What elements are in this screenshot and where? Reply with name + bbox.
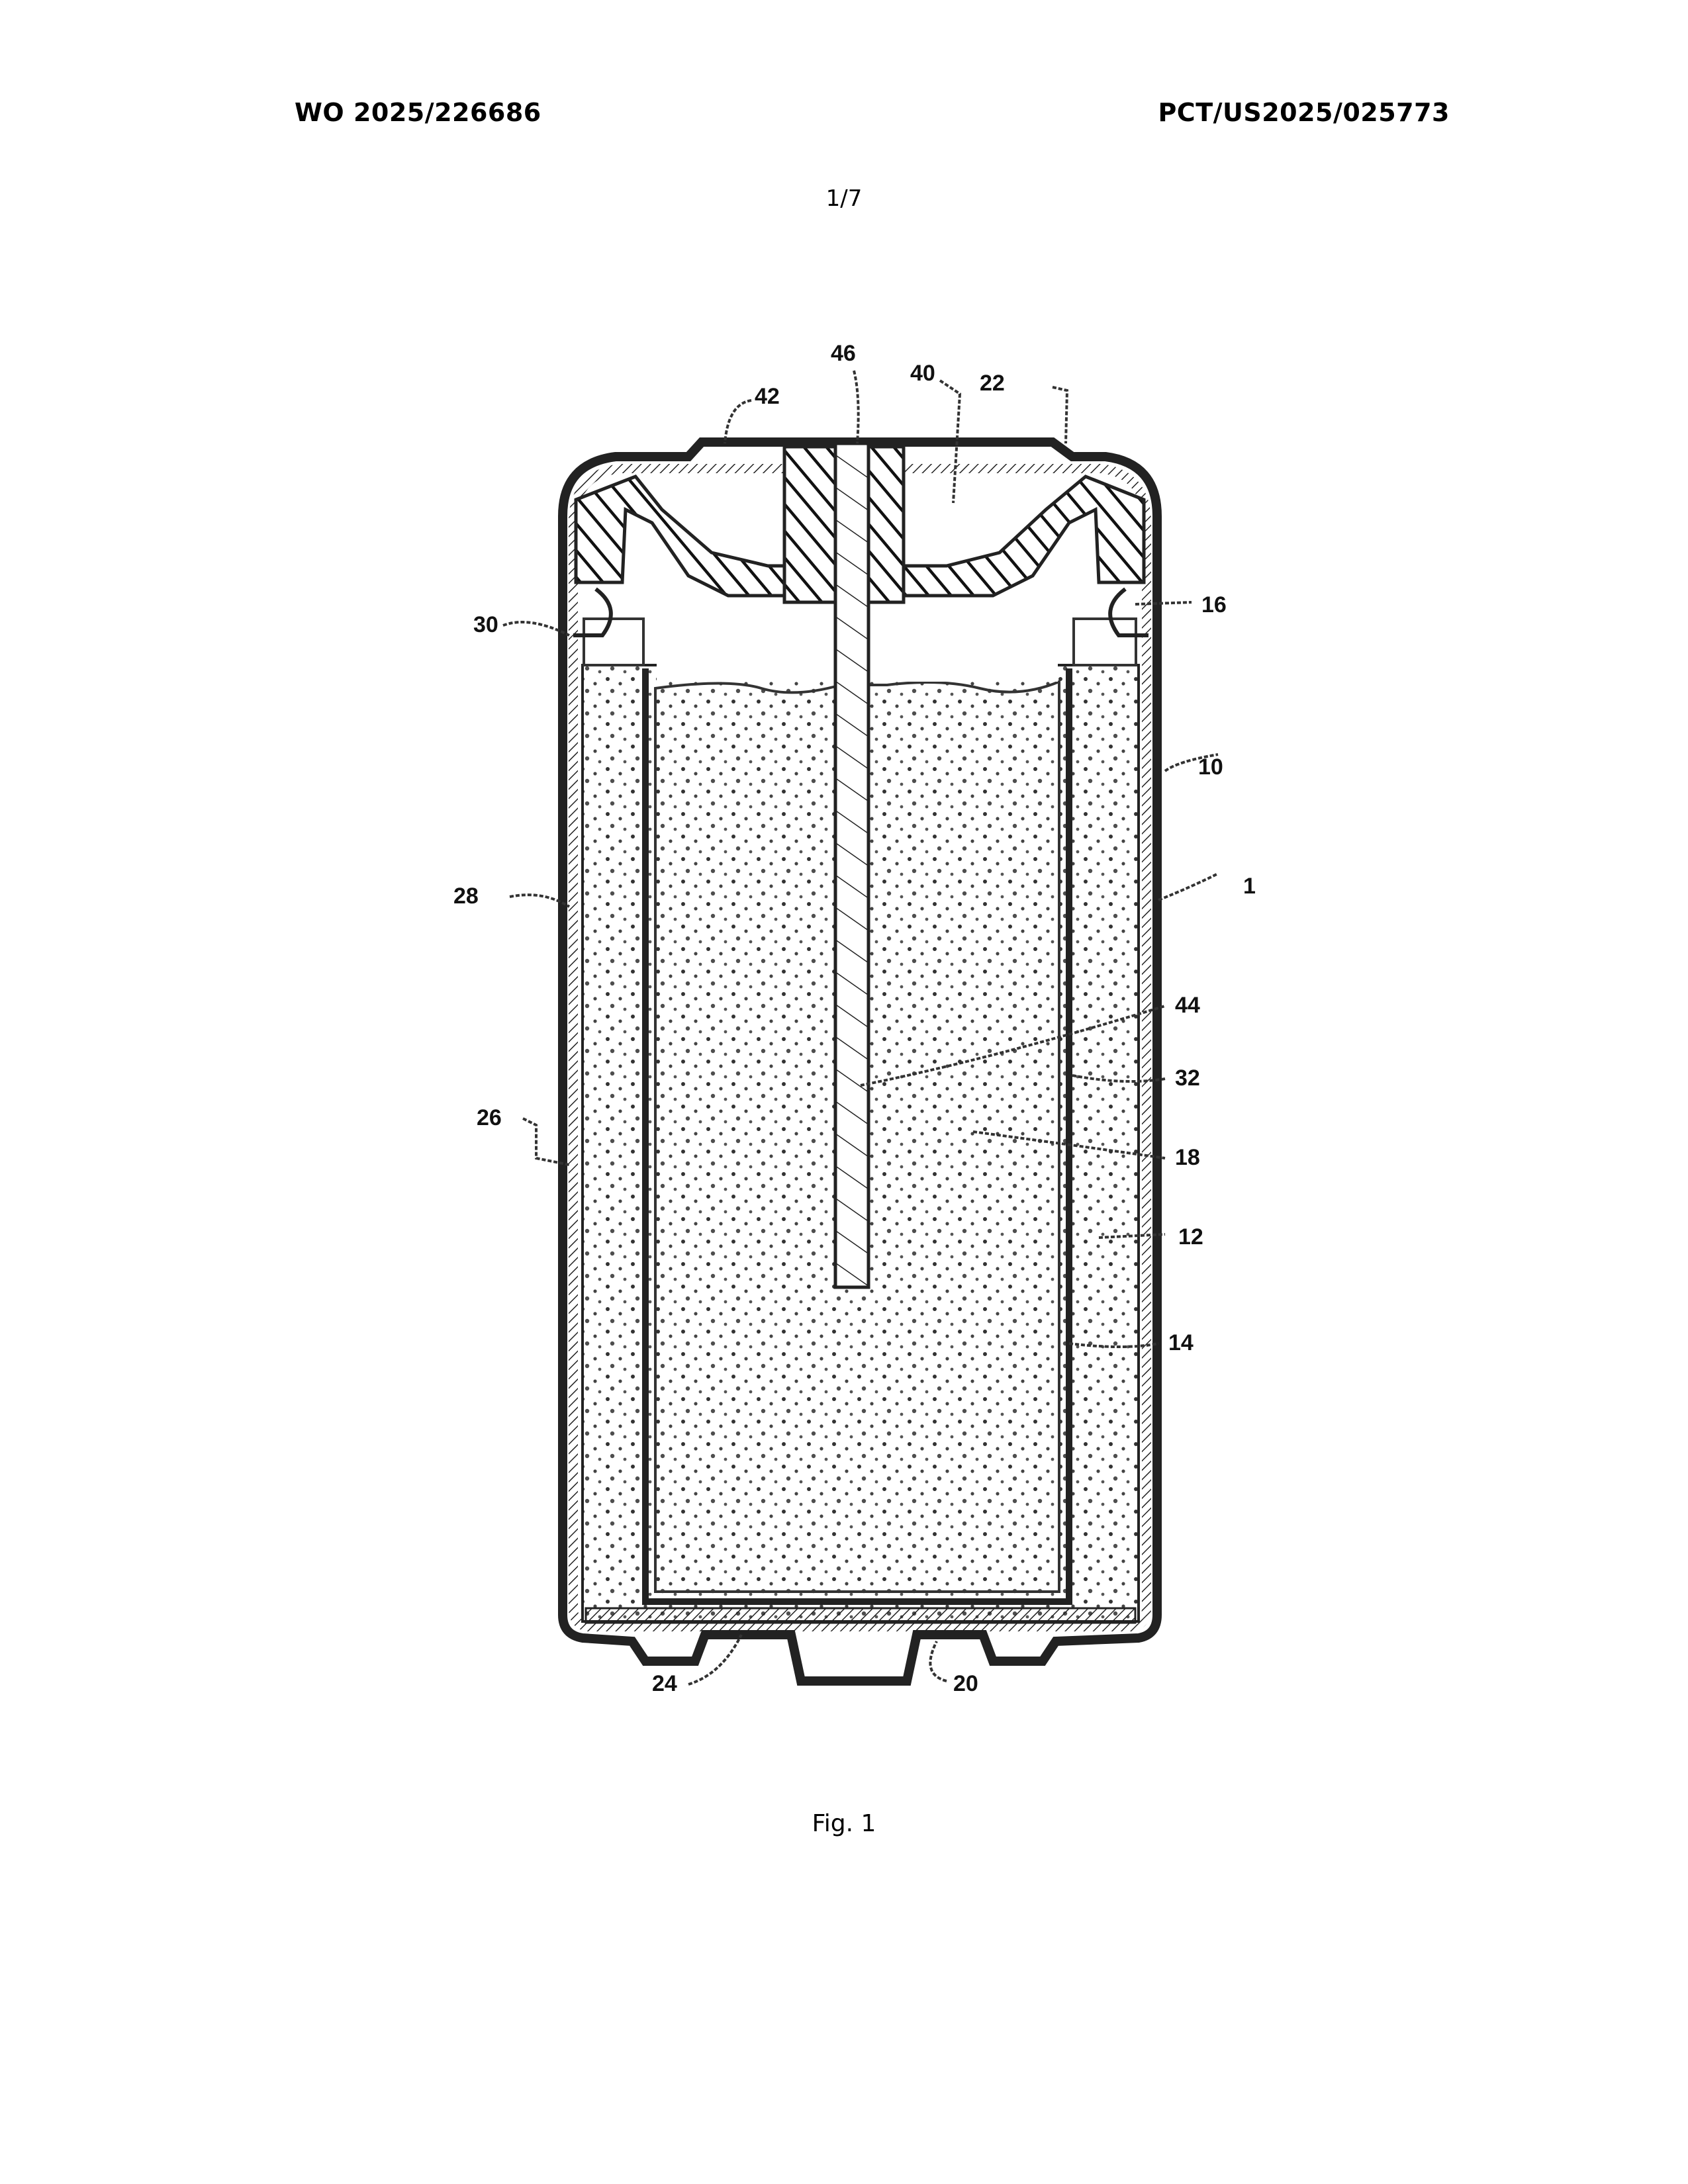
battery-can bbox=[558, 437, 1162, 1686]
ref-10: 10 bbox=[1198, 754, 1223, 780]
ref-14: 14 bbox=[1168, 1330, 1194, 1355]
sheet-number: 1/7 bbox=[825, 185, 863, 212]
ref-44: 44 bbox=[1175, 993, 1200, 1018]
ref-20: 20 bbox=[953, 1671, 978, 1696]
ref-24: 24 bbox=[652, 1671, 677, 1696]
ref-40: 40 bbox=[910, 361, 935, 386]
ref-18: 18 bbox=[1175, 1145, 1200, 1170]
application-number: PCT/US2025/025773 bbox=[1158, 98, 1450, 127]
ref-28: 28 bbox=[453, 884, 479, 909]
ref-16: 16 bbox=[1201, 592, 1227, 617]
ref-32: 32 bbox=[1175, 1066, 1200, 1091]
ref-12: 12 bbox=[1178, 1224, 1203, 1250]
ref-46: 46 bbox=[831, 341, 856, 366]
ref-42: 42 bbox=[755, 384, 780, 409]
reference-labels: 46 42 40 22 16 30 10 1 28 44 32 26 18 12… bbox=[453, 341, 1256, 1696]
figure-caption: Fig. 1 bbox=[812, 1810, 876, 1837]
leader-lines bbox=[502, 370, 1219, 1686]
ref-22: 22 bbox=[980, 371, 1005, 396]
ref-26: 26 bbox=[477, 1105, 502, 1130]
ref-1: 1 bbox=[1243, 874, 1256, 899]
publication-number: WO 2025/226686 bbox=[295, 98, 541, 127]
ref-30: 30 bbox=[473, 612, 498, 637]
